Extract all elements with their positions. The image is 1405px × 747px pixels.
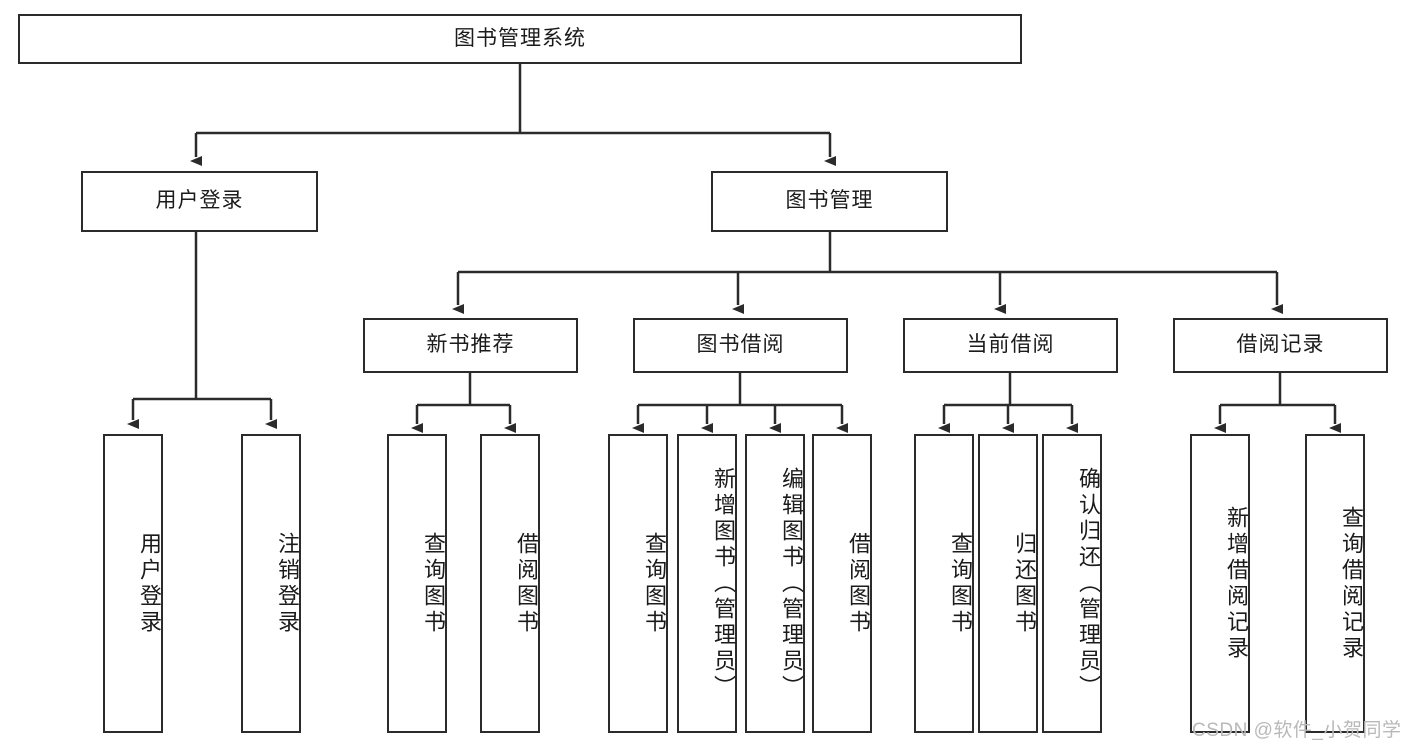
node-label: 新书推荐 <box>426 333 515 357</box>
node-label: 新增借阅记录 <box>1224 505 1249 662</box>
node-leaf-query-book-borrow[interactable]: 查询图书 <box>608 434 668 733</box>
node-leaf-borrow-book[interactable]: 借阅图书 <box>812 434 872 733</box>
node-user-login[interactable]: 用户登录 <box>81 171 318 232</box>
node-label: 查询借阅记录 <box>1339 505 1364 662</box>
node-label: 图书借阅 <box>696 333 785 357</box>
node-book-management-system[interactable]: 图书管理系统 <box>18 14 1022 64</box>
watermark-text: CSDN @软件_小贺同学 <box>1192 720 1402 741</box>
node-leaf-user-login[interactable]: 用户登录 <box>103 434 163 733</box>
node-label: 新增图书（管理员） <box>711 466 736 701</box>
node-label: 用户登录 <box>137 531 162 636</box>
node-label: 借阅图书 <box>514 531 539 636</box>
node-label: 借阅图书 <box>846 531 871 636</box>
node-leaf-add-borrow-record[interactable]: 新增借阅记录 <box>1190 434 1250 733</box>
node-book-management[interactable]: 图书管理 <box>711 171 948 232</box>
node-label: 查询图书 <box>421 531 446 636</box>
node-label: 查询图书 <box>642 531 667 636</box>
node-leaf-add-book[interactable]: 新增图书（管理员） <box>677 434 737 733</box>
node-borrow-record[interactable]: 借阅记录 <box>1173 318 1388 373</box>
node-leaf-query-book-current[interactable]: 查询图书 <box>914 434 974 733</box>
node-label: 查询图书 <box>948 531 973 636</box>
node-label: 当前借阅 <box>966 333 1055 357</box>
node-label: 编辑图书（管理员） <box>779 466 804 701</box>
node-current-borrow[interactable]: 当前借阅 <box>903 318 1118 373</box>
node-book-borrow[interactable]: 图书借阅 <box>633 318 848 373</box>
node-label: 归还图书 <box>1012 531 1037 636</box>
node-label: 图书管理 <box>785 189 874 213</box>
node-leaf-query-borrow-record[interactable]: 查询借阅记录 <box>1305 434 1365 733</box>
node-leaf-edit-book[interactable]: 编辑图书（管理员） <box>745 434 805 733</box>
node-leaf-query-book-recommend[interactable]: 查询图书 <box>387 434 447 733</box>
node-label: 注销登录 <box>275 531 300 636</box>
node-label: 确认归还（管理员） <box>1076 466 1101 701</box>
node-label: 借阅记录 <box>1236 333 1325 357</box>
node-leaf-logout-login[interactable]: 注销登录 <box>241 434 301 733</box>
node-label: 图书管理系统 <box>454 26 586 50</box>
node-leaf-confirm-return[interactable]: 确认归还（管理员） <box>1042 434 1102 733</box>
node-leaf-borrow-book-recommend[interactable]: 借阅图书 <box>480 434 540 733</box>
node-new-book-recommend[interactable]: 新书推荐 <box>363 318 578 373</box>
node-leaf-return-book[interactable]: 归还图书 <box>978 434 1038 733</box>
node-label: 用户登录 <box>155 189 244 213</box>
